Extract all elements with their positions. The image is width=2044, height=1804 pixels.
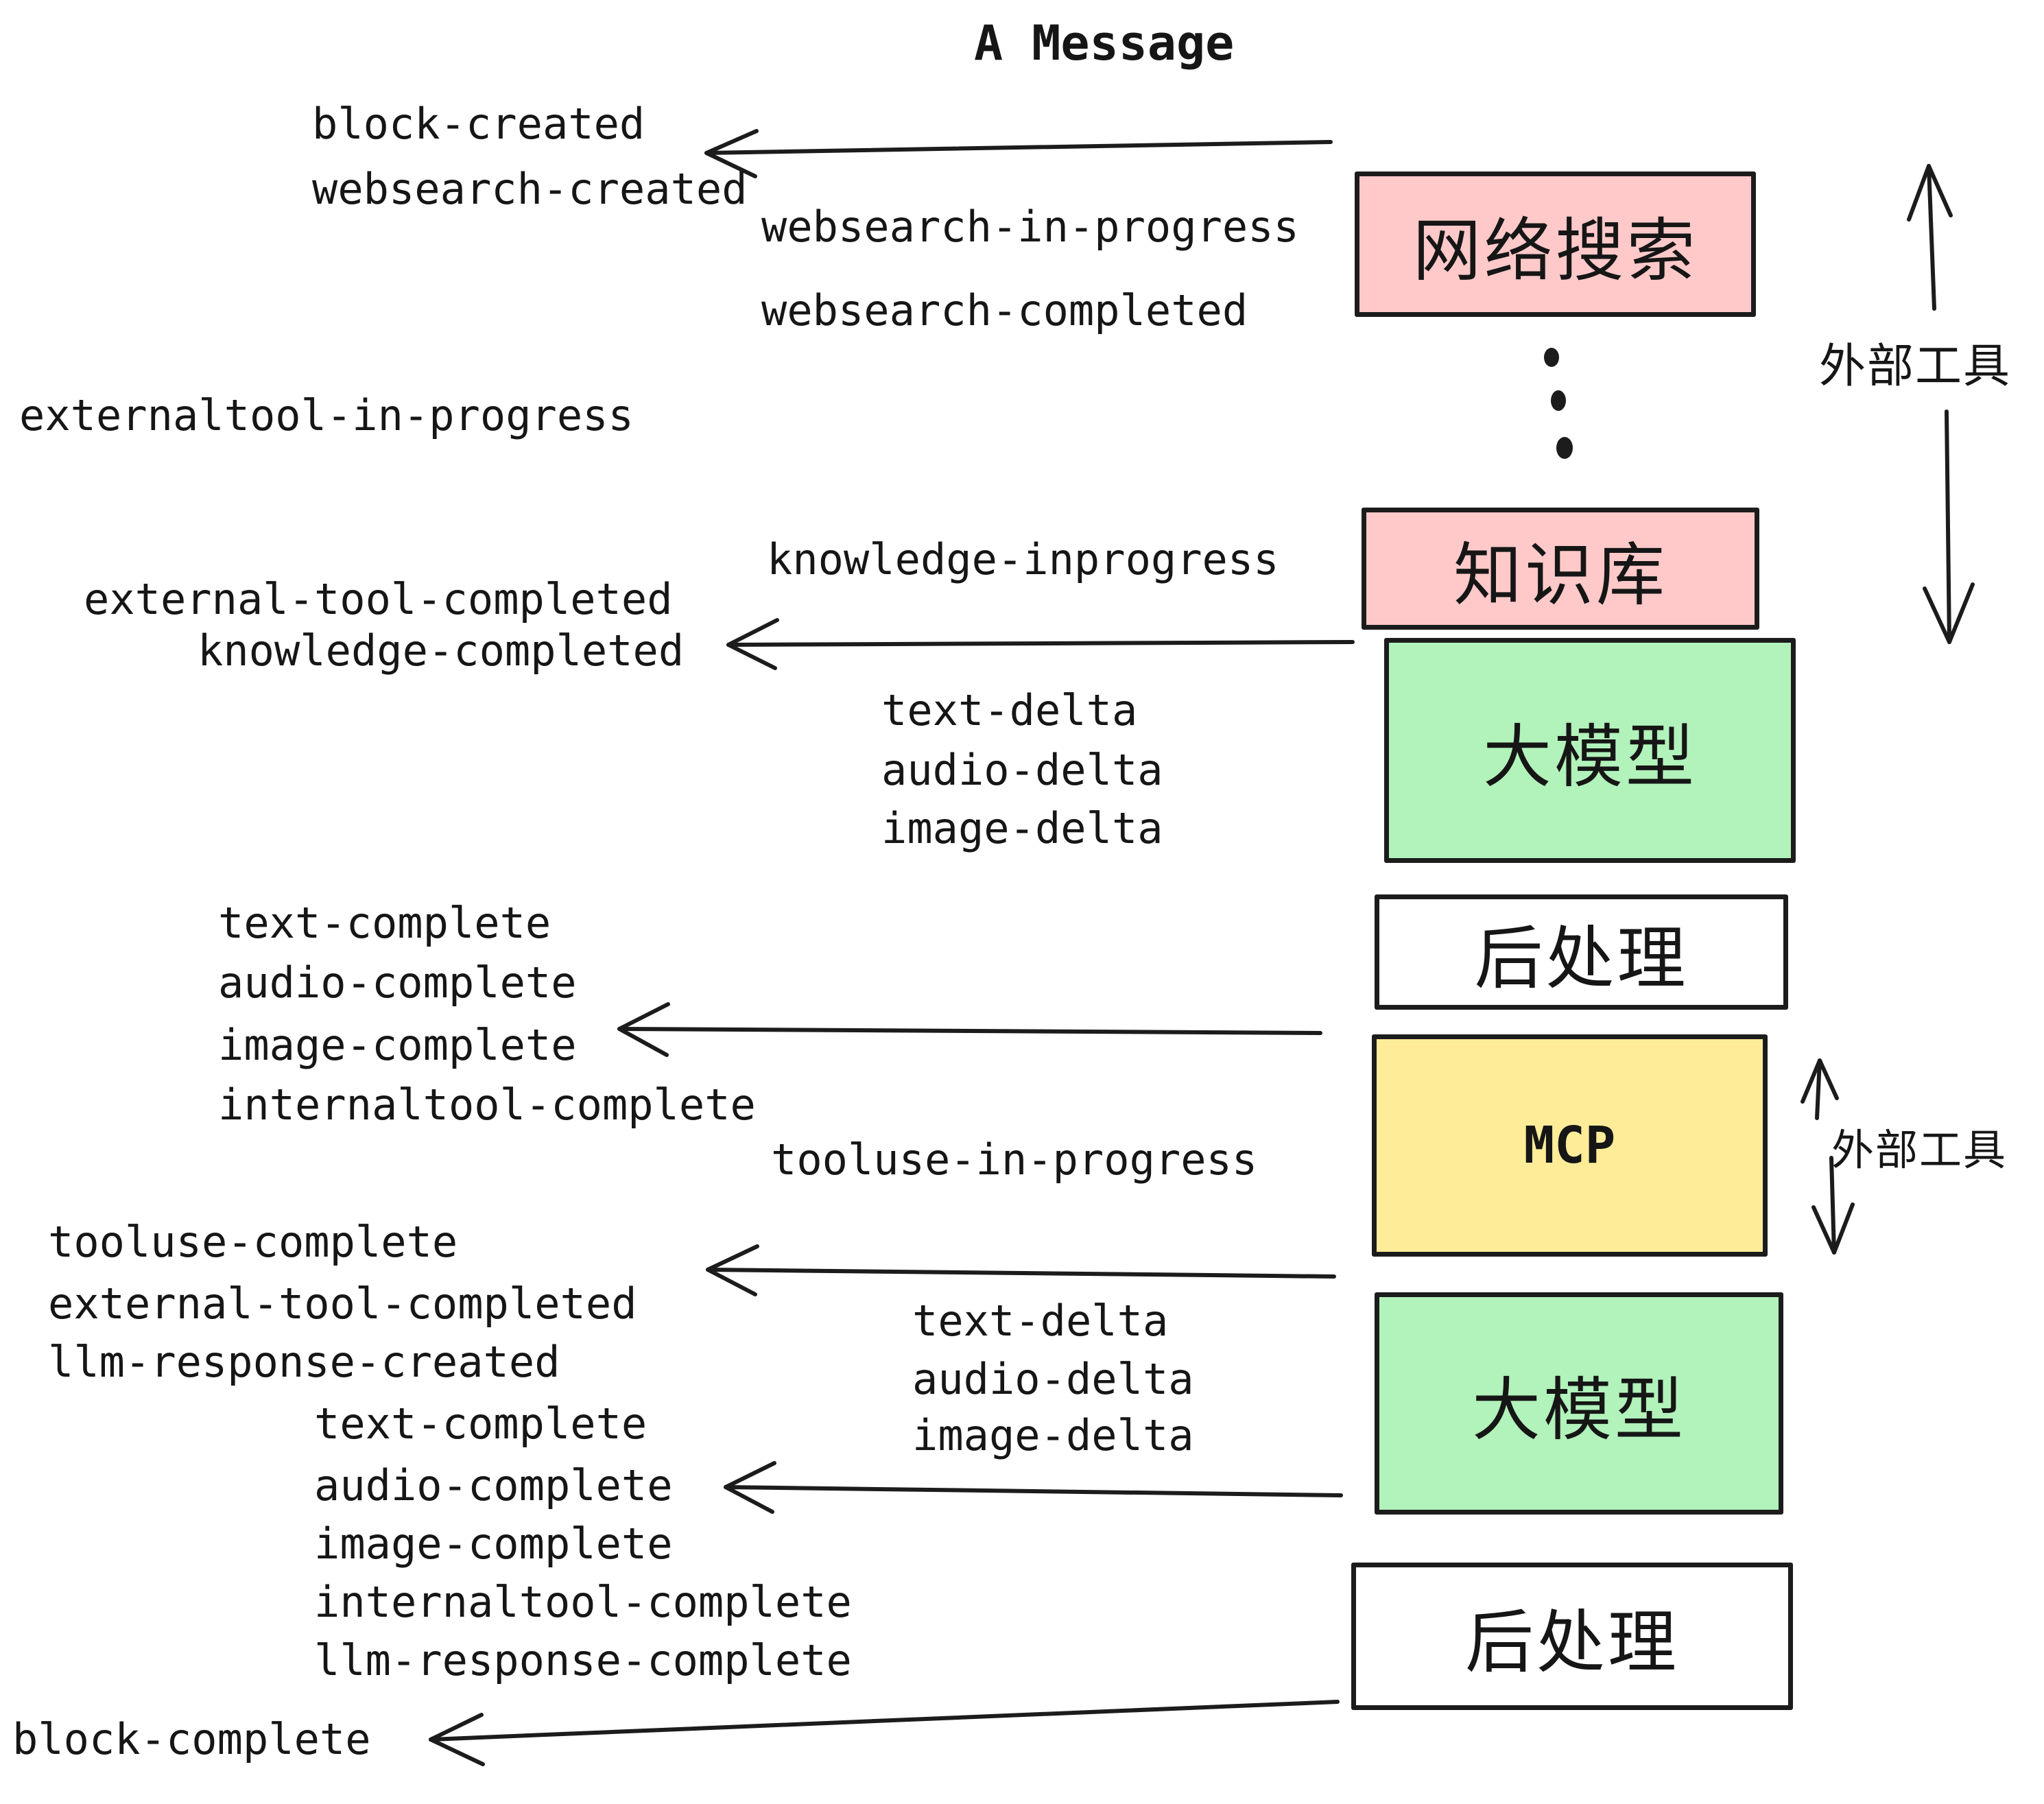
up-arrow-external-tools-bottom bbox=[1801, 1058, 1839, 1120]
box-llm-1-label: 大模型 bbox=[1483, 716, 1697, 797]
arrow-image-complete bbox=[617, 1002, 1322, 1057]
event-image-delta-2: image-delta bbox=[912, 1410, 1194, 1460]
ellipsis-dots bbox=[1544, 348, 1573, 459]
box-mcp: MCP bbox=[1372, 1034, 1768, 1257]
box-mcp-label: MCP bbox=[1523, 1116, 1616, 1175]
event-llm-response-created: llm-response-created bbox=[48, 1337, 560, 1387]
arrow-block-created bbox=[704, 129, 1333, 178]
event-tooluse-in-progress: tooluse-in-progress bbox=[771, 1135, 1258, 1185]
event-audio-delta-2: audio-delta bbox=[912, 1354, 1194, 1404]
event-websearch-created: websearch-created bbox=[312, 164, 748, 214]
diagram-title: A Message bbox=[974, 15, 1235, 71]
box-websearch-label: 网络搜索 bbox=[1412, 210, 1698, 291]
event-block-created: block-created bbox=[312, 99, 645, 149]
event-knowledge-inprogress: knowledge-inprogress bbox=[767, 534, 1279, 584]
event-externaltool-in-progress: externaltool-in-progress bbox=[19, 390, 634, 440]
event-knowledge-completed: knowledge-completed bbox=[198, 626, 685, 676]
event-llm-response-complete: llm-response-complete bbox=[314, 1635, 852, 1685]
arrow-tooluse-complete bbox=[706, 1244, 1336, 1296]
event-block-complete: block-complete bbox=[12, 1714, 371, 1764]
box-knowledge-label: 知识库 bbox=[1453, 534, 1667, 615]
event-text-delta-1: text-delta bbox=[881, 685, 1138, 735]
box-knowledge: 知识库 bbox=[1362, 508, 1759, 630]
event-audio-delta-1: audio-delta bbox=[881, 745, 1163, 795]
box-postprocess-1: 后处理 bbox=[1375, 894, 1788, 1010]
arrow-audio-complete bbox=[724, 1461, 1343, 1514]
event-external-tool-completed-1: external-tool-completed bbox=[84, 574, 673, 624]
event-image-complete-1: image-complete bbox=[218, 1020, 577, 1070]
event-external-tool-completed-2: external-tool-completed bbox=[48, 1279, 637, 1329]
box-llm-2: 大模型 bbox=[1375, 1292, 1783, 1515]
event-internaltool-complete-1: internaltool-complete bbox=[218, 1080, 756, 1130]
event-image-delta-1: image-delta bbox=[881, 803, 1163, 853]
box-websearch: 网络搜索 bbox=[1355, 171, 1756, 317]
event-audio-complete-2: audio-complete bbox=[314, 1460, 673, 1510]
event-text-complete-2: text-complete bbox=[314, 1399, 647, 1449]
box-postprocess-1-label: 后处理 bbox=[1474, 918, 1689, 999]
event-internaltool-complete-2: internaltool-complete bbox=[314, 1577, 852, 1627]
box-llm-1: 大模型 bbox=[1384, 638, 1796, 863]
box-llm-2-label: 大模型 bbox=[1472, 1369, 1686, 1450]
event-websearch-completed: websearch-completed bbox=[761, 285, 1248, 335]
down-arrow-external-tools-top bbox=[1923, 410, 1975, 644]
box-postprocess-2: 后处理 bbox=[1351, 1563, 1793, 1710]
external-tools-label-top: 外部工具 bbox=[1819, 340, 2012, 394]
event-image-complete-2: image-complete bbox=[314, 1519, 673, 1569]
event-text-complete-1: text-complete bbox=[218, 898, 551, 948]
event-tooluse-complete: tooluse-complete bbox=[48, 1217, 458, 1267]
arrow-block-complete bbox=[429, 1700, 1340, 1766]
up-arrow-external-tools-top bbox=[1907, 164, 1953, 311]
external-tools-label-bottom: 外部工具 bbox=[1831, 1125, 2008, 1175]
event-audio-complete-1: audio-complete bbox=[218, 958, 577, 1008]
event-websearch-in-progress: websearch-in-progress bbox=[761, 202, 1299, 252]
box-postprocess-2-label: 后处理 bbox=[1465, 1602, 1679, 1683]
down-arrow-external-tools-bottom bbox=[1811, 1156, 1855, 1255]
arrow-knowledge-completed bbox=[726, 618, 1355, 670]
event-text-delta-2: text-delta bbox=[912, 1296, 1169, 1346]
